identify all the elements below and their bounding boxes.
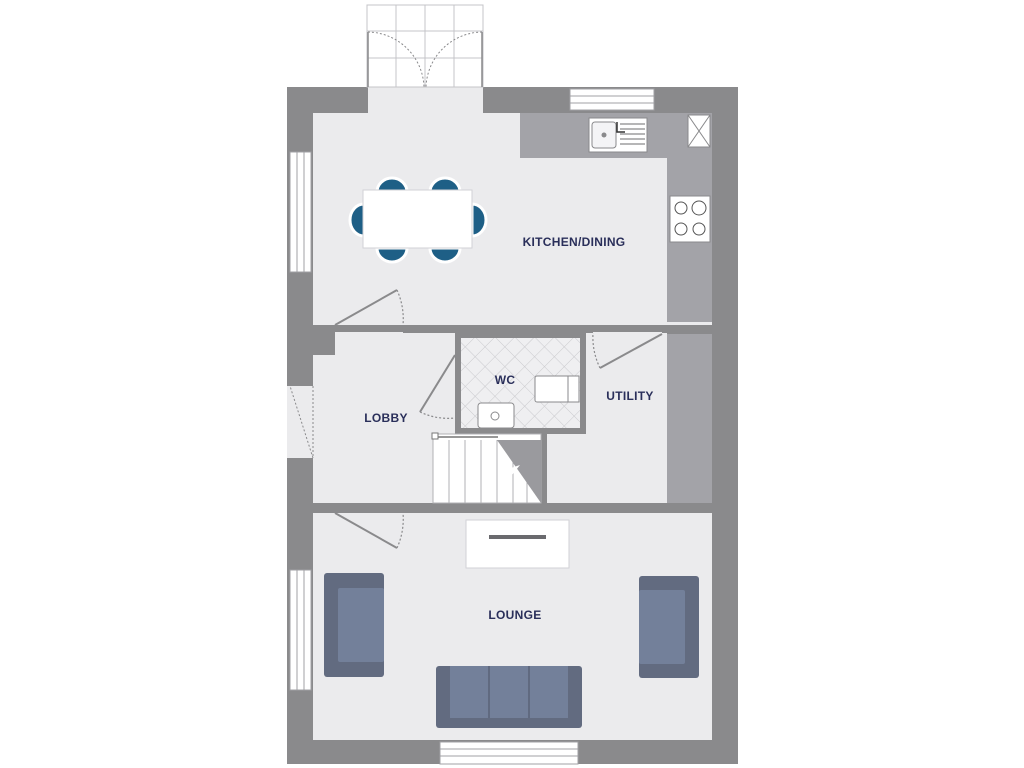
- chair-icon: [375, 176, 409, 194]
- window: [289, 569, 312, 691]
- french-doors: [366, 4, 484, 113]
- chair-icon: [428, 176, 462, 194]
- internal-wall: [455, 333, 461, 428]
- window: [289, 151, 312, 273]
- internal-wall: [541, 428, 547, 503]
- dining-table: [362, 189, 473, 249]
- armchair-icon: [639, 576, 699, 678]
- window: [439, 741, 579, 765]
- room-label-kitchen-dining: KITCHEN/DINING: [523, 235, 626, 249]
- room-label-lounge: LOUNGE: [488, 608, 541, 622]
- front-door-opening: [287, 386, 313, 458]
- internal-wall: [580, 333, 586, 428]
- room-label-lobby: LOBBY: [364, 411, 408, 425]
- appliance-icon: [687, 114, 711, 148]
- window: [569, 88, 655, 111]
- sofa-icon: [436, 666, 582, 728]
- chair-icon: [428, 246, 462, 264]
- internal-wall: [455, 428, 586, 434]
- chair-icon: [470, 202, 488, 238]
- chair-icon: [348, 202, 366, 238]
- hob-icon: [669, 195, 711, 243]
- internal-wall: [662, 325, 712, 333]
- fireplace-icon: [465, 519, 570, 569]
- staircase: [431, 432, 542, 504]
- internal-wall: [402, 503, 712, 513]
- utility-floor: [586, 332, 667, 503]
- chair-icon: [375, 246, 409, 264]
- room-label-wc: WC: [495, 373, 516, 387]
- front-door-swing: [289, 385, 314, 459]
- utility-worktop: [667, 334, 712, 503]
- internal-wall: [313, 325, 335, 355]
- internal-wall: [313, 503, 335, 513]
- armchair-icon: [324, 573, 384, 677]
- sink-icon: [588, 117, 648, 153]
- room-label-utility: UTILITY: [606, 389, 653, 403]
- dining-set: [348, 176, 488, 264]
- doors: [334, 289, 663, 549]
- toilet-icon: [534, 375, 580, 403]
- internal-wall: [403, 325, 593, 333]
- basin-icon: [477, 402, 515, 429]
